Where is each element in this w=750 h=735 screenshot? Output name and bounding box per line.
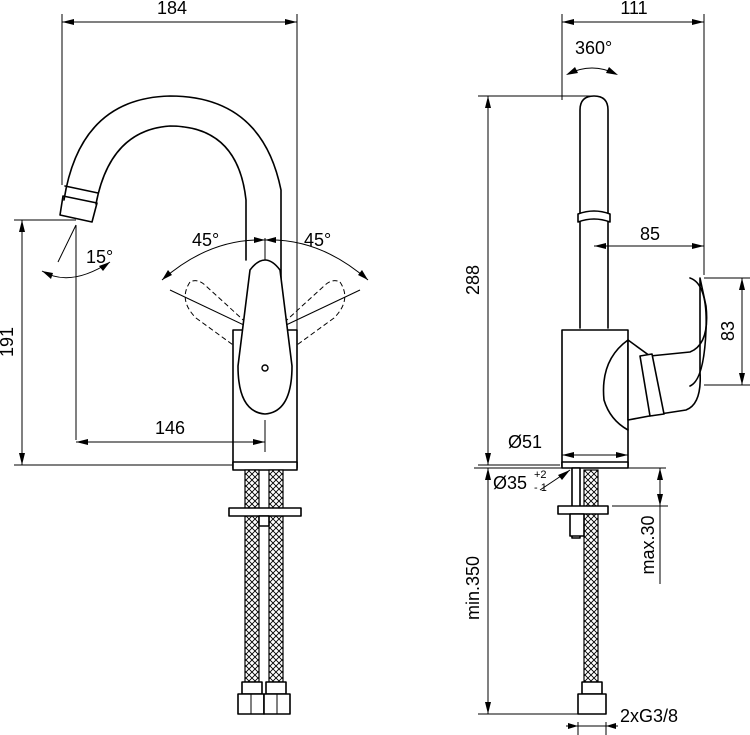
front-hoses — [228, 469, 302, 715]
side-height-label: 288 — [463, 265, 483, 295]
side-lever-height-label: 83 — [718, 321, 738, 341]
side-base-diameter-dimension: Ø51 — [508, 432, 629, 469]
front-reach-label: 146 — [155, 418, 185, 438]
side-lever-reach-label: 85 — [640, 224, 660, 244]
lever-left-angle-label: 45° — [192, 230, 219, 250]
rotation-indicator: 360° — [566, 38, 618, 75]
front-spout — [59, 95, 282, 329]
side-hole-diameter-dimension: Ø35 +2 - 1 — [474, 467, 666, 494]
side-depth-dimension: 111 — [561, 0, 705, 275]
front-width-label: 184 — [157, 0, 187, 18]
side-hole-tol-plus: +2 — [534, 469, 547, 481]
front-height-label: 191 — [0, 327, 17, 357]
side-connection-label: 2xG3/8 — [620, 706, 678, 726]
rotation-label: 360° — [575, 38, 612, 58]
side-hole-tol-minus: - 1 — [534, 482, 547, 494]
side-depth-label: 111 — [620, 0, 647, 18]
side-max-thickness-dimension: max.30 — [612, 468, 668, 584]
side-hole-diameter-label: Ø35 — [493, 473, 527, 493]
side-hoses — [557, 467, 609, 715]
front-width-dimension: 184 — [61, 0, 298, 330]
side-hose-length-label: min.350 — [463, 556, 483, 620]
side-spout — [577, 95, 611, 329]
front-lever — [237, 259, 293, 415]
side-lever-height-dimension: 83 — [704, 277, 750, 386]
side-lever-reach-dimension: 85 — [594, 224, 704, 249]
spout-angle-label: 15° — [86, 247, 113, 267]
side-connection-dimension: 2xG3/8 — [566, 706, 678, 735]
side-max-thickness-label: max.30 — [638, 515, 658, 574]
side-view: 111 360° — [463, 0, 750, 735]
side-height-dimension: 288 — [463, 95, 592, 466]
front-height-dimension: 191 — [0, 219, 232, 466]
front-base — [232, 461, 298, 471]
side-lever — [627, 277, 708, 421]
side-base-diameter-label: Ø51 — [508, 432, 542, 452]
front-view: 184 15° — [0, 0, 369, 715]
lever-right-angle-label: 45° — [304, 230, 331, 250]
side-body — [561, 329, 629, 467]
spout-angle-dimension: 15° — [41, 224, 113, 440]
front-reach-dimension: 146 — [76, 418, 266, 452]
side-hose-length-dimension: min.350 — [463, 468, 606, 715]
